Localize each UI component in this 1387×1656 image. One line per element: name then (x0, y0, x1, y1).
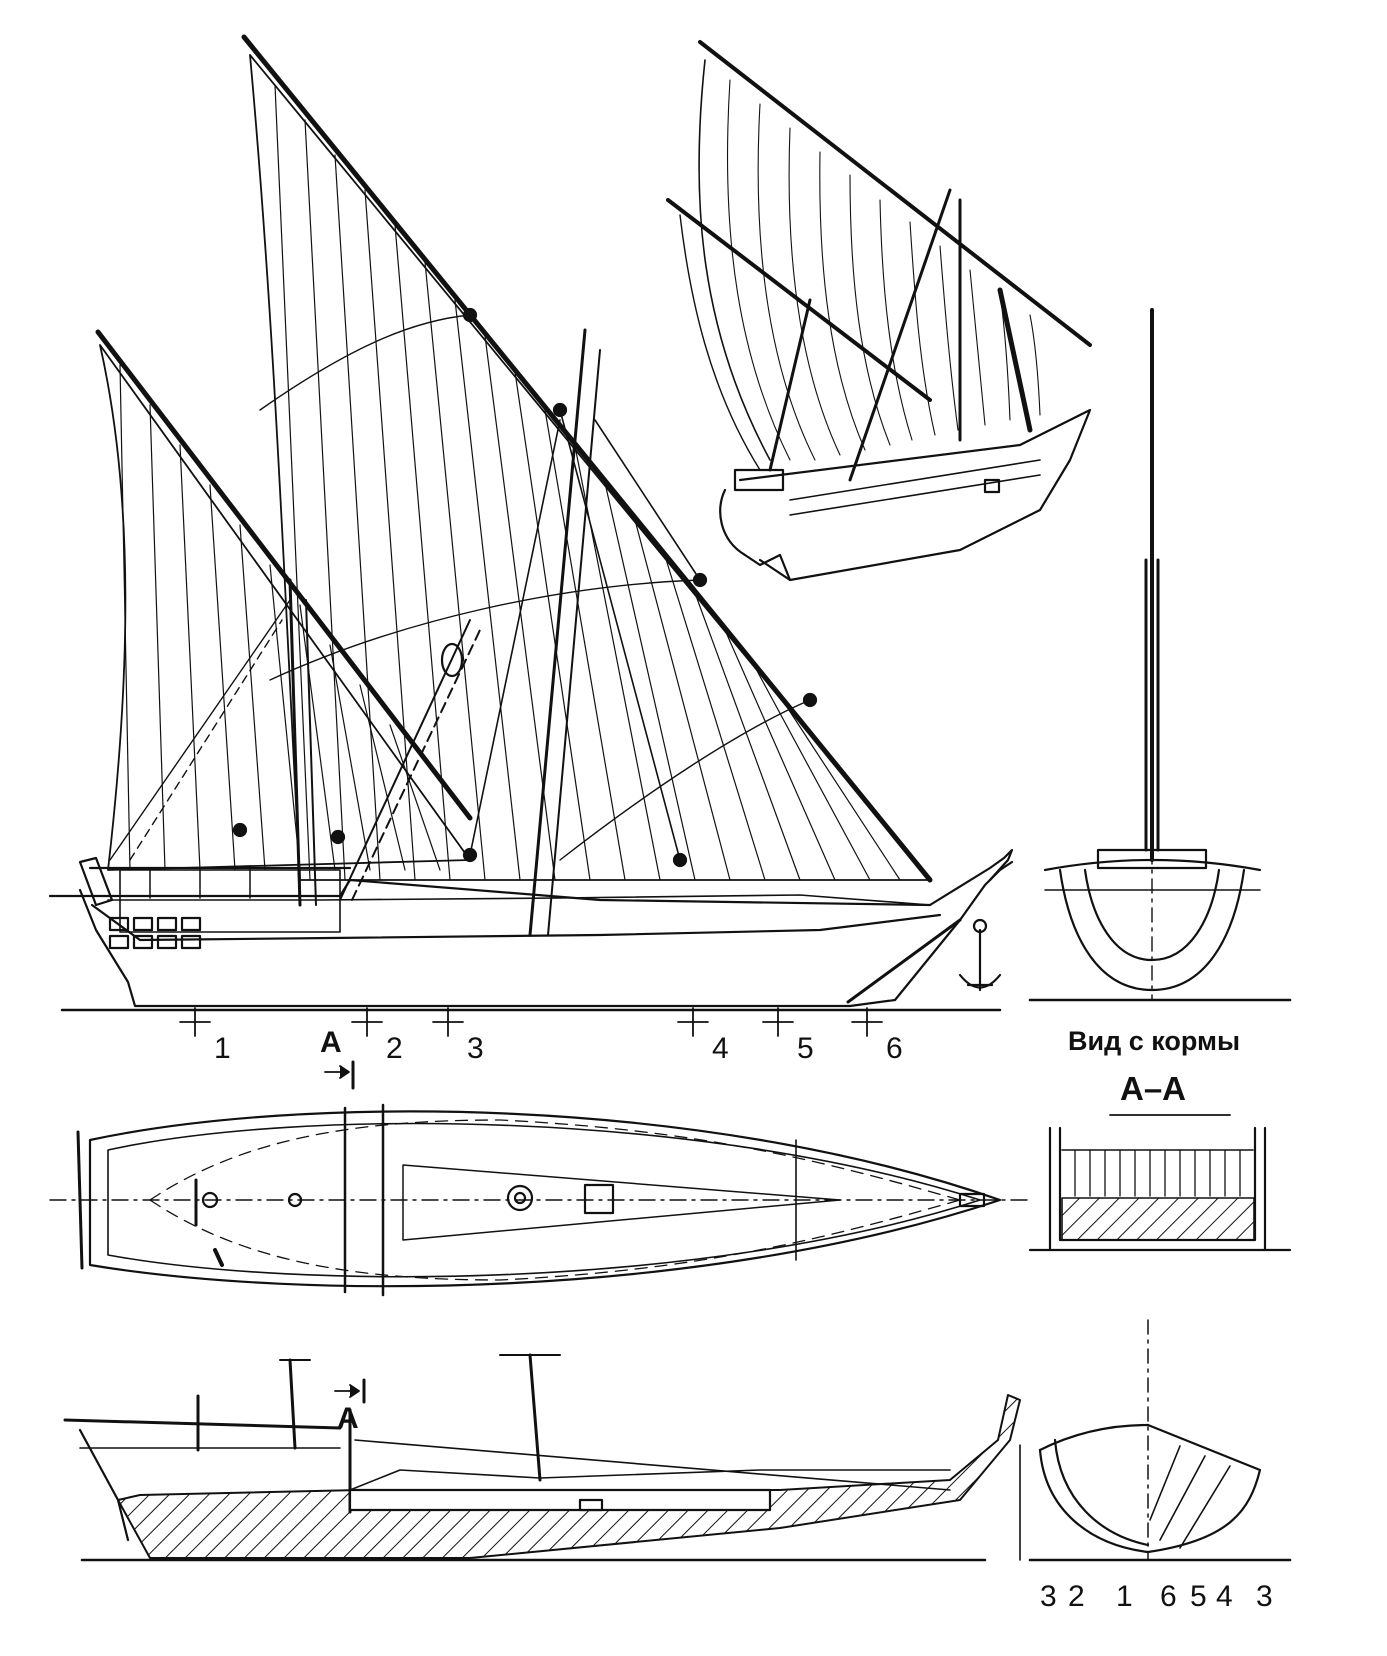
section-title: А–А (1120, 1070, 1186, 1107)
body-plan-number: 3 (1256, 1580, 1273, 1613)
station-number: 5 (797, 1032, 814, 1065)
station-ticks (179, 1007, 883, 1404)
body-plan-number: 1 (1116, 1580, 1133, 1613)
station-number: 2 (386, 1032, 403, 1065)
station-number: 1 (214, 1032, 231, 1065)
body-plan-number: 3 (1040, 1580, 1057, 1613)
labels: 1 2 3 4 5 6 А А Вид с кормы А–А 3 2 1 6 … (214, 1026, 1273, 1613)
longitudinal-section (63, 1353, 1021, 1562)
plan-view (49, 1103, 1031, 1297)
section-marker-bottom: А (337, 1402, 359, 1435)
station-number: 3 (467, 1032, 484, 1065)
station-number: 4 (712, 1032, 729, 1065)
stern-view (1028, 308, 1292, 1002)
section-marker-top: А (320, 1026, 342, 1059)
body-plan-number: 2 (1068, 1580, 1085, 1613)
body-plan-number: 6 (1160, 1580, 1177, 1613)
section-a-a (1028, 1114, 1292, 1252)
stern-view-caption: Вид с кормы (1068, 1026, 1240, 1056)
body-plan-number: 5 (1190, 1580, 1207, 1613)
side-view-sail-plan (48, 34, 1014, 1012)
body-plan-number: 4 (1216, 1580, 1233, 1613)
body-plan (1019, 1319, 1292, 1562)
station-number: 6 (886, 1032, 903, 1065)
perspective-sketch (666, 40, 1092, 582)
